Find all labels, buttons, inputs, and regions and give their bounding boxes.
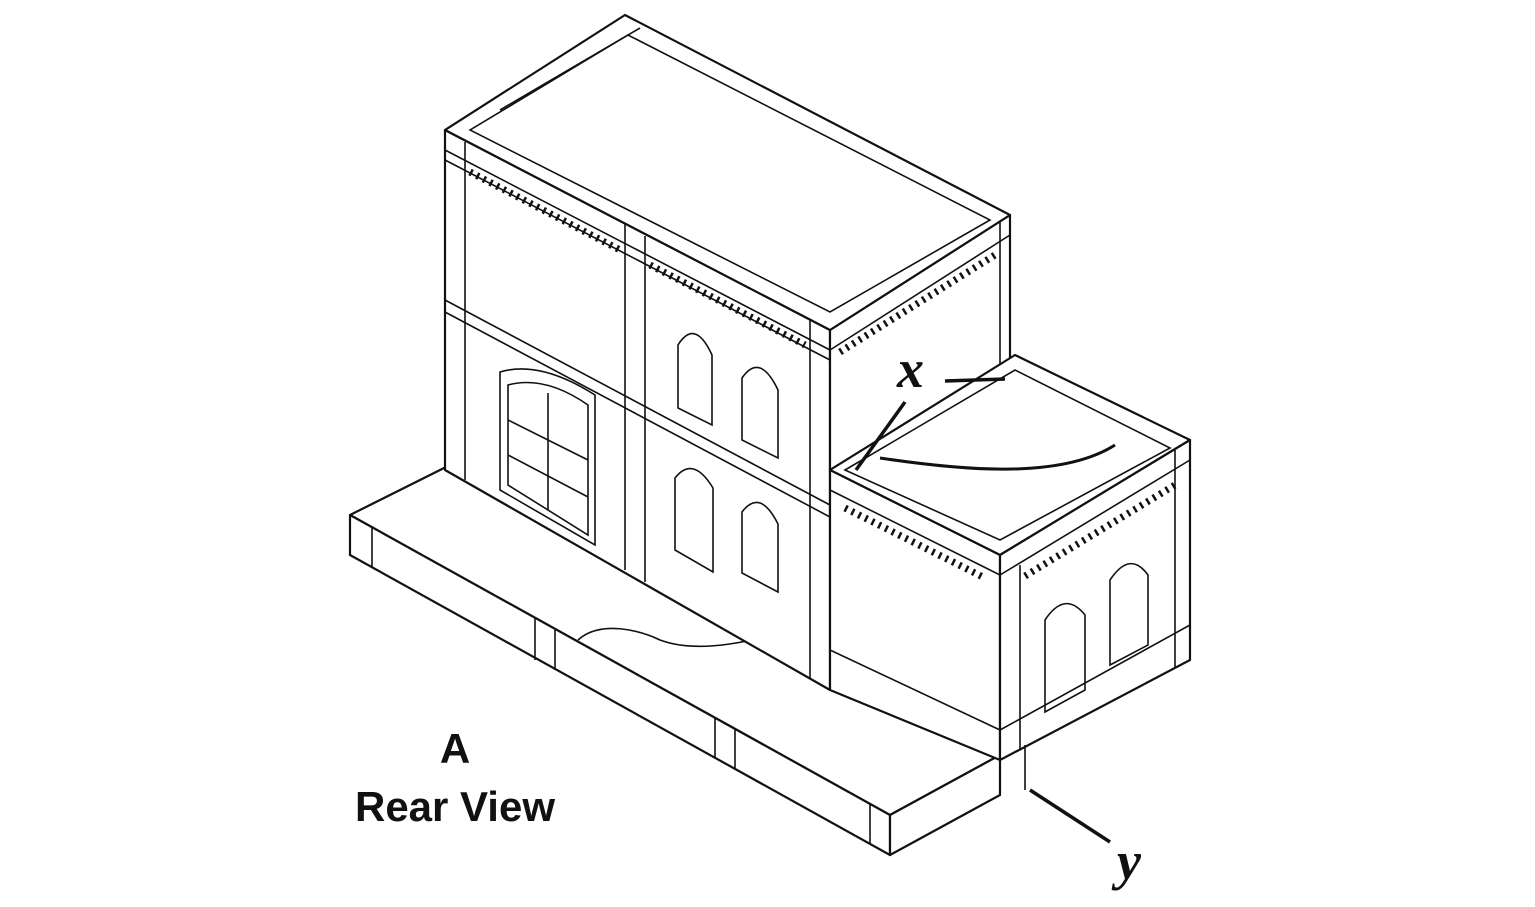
callout-y-label: y <box>1117 831 1141 891</box>
callout-x-label: x <box>897 339 924 399</box>
figure-letter: A <box>439 725 471 772</box>
main-building <box>443 13 1012 692</box>
annex-building <box>828 353 1192 795</box>
figure-title: Rear View <box>354 783 555 830</box>
callout-y-leader <box>1029 788 1111 844</box>
loading-platform <box>348 453 1002 857</box>
callout-x-leaders <box>854 377 1116 472</box>
